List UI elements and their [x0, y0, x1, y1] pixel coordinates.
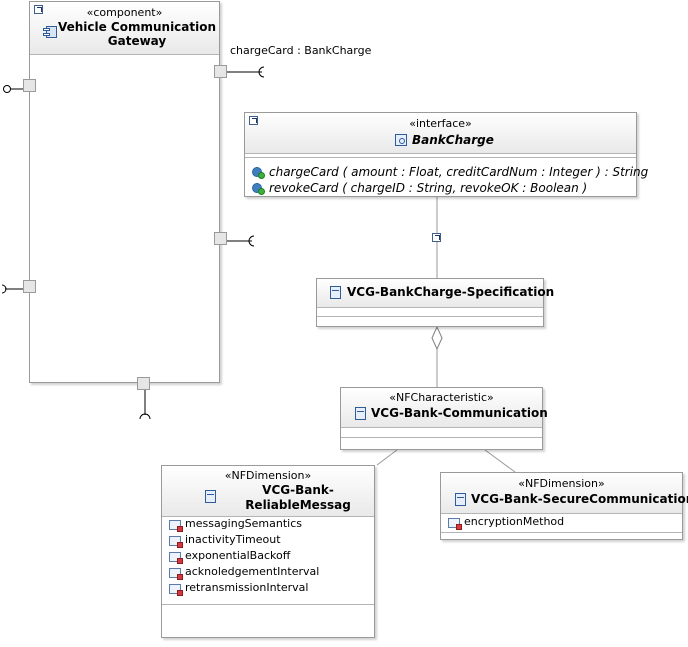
operation-revokecard[interactable]: revokeCard ( chargeID : String, revokeOK…	[269, 181, 588, 195]
attribute-encryption-method[interactable]: encryptionMethod	[464, 515, 565, 528]
attribute-icon	[169, 520, 183, 532]
nf-reliable-divider-2	[162, 604, 374, 605]
spec-class-divider-1	[317, 307, 543, 308]
attribute-retransmission-interval[interactable]: retransmissionInterval	[185, 581, 309, 594]
spec-class-box[interactable]: VCG-BankCharge-Specification	[316, 278, 554, 327]
shortcut-icon	[34, 5, 43, 14]
aggregation-diamond	[431, 325, 443, 351]
interface-icon	[395, 134, 407, 146]
class-icon	[455, 493, 466, 506]
interface-divider-mid	[245, 157, 636, 158]
attribute-exponential-backoff[interactable]: exponentialBackoff	[185, 549, 291, 562]
attribute-icon	[169, 584, 183, 596]
interface-divider-top	[245, 153, 636, 154]
class-icon	[330, 286, 341, 299]
attribute-acknoledgement-interval[interactable]: acknoledgementInterval	[185, 565, 320, 578]
component-name-line1: Vehicle Communication	[57, 20, 217, 34]
operation-chargecard[interactable]: chargeCard ( amount : Float, creditCardN…	[269, 165, 649, 179]
nf-secure-header	[441, 473, 682, 513]
attribute-inactivity-timeout[interactable]: inactivityTimeout	[185, 533, 281, 546]
nf-secure-name: VCG-Bank-SecureCommunication	[471, 492, 688, 506]
attribute-icon	[448, 518, 462, 530]
nf-secure-divider-2	[441, 532, 682, 533]
spec-class-header	[317, 279, 543, 307]
component-name-line2: Gateway	[107, 34, 167, 48]
chargecard-port-socket	[258, 66, 265, 78]
attribute-icon	[169, 568, 183, 580]
interface-name: BankCharge	[412, 133, 494, 147]
component-stereotype: «component»	[86, 6, 163, 19]
spec-class-name: VCG-BankCharge-Specification	[347, 285, 555, 299]
characteristic-reliable-link	[376, 449, 398, 466]
right-port-socket	[248, 235, 255, 247]
operation-icon	[252, 183, 265, 195]
attribute-icon	[169, 536, 183, 548]
nf-reliable-header	[162, 466, 374, 516]
class-icon	[355, 407, 366, 420]
interface-header	[245, 113, 636, 153]
nf-secure-stereotype: «NFDimension»	[518, 477, 605, 490]
port-left-top[interactable]	[23, 79, 36, 92]
port-left-bottom[interactable]	[23, 280, 36, 293]
port-chargecard[interactable]	[214, 65, 227, 78]
nf-reliable-stereotype: «NFDimension»	[224, 469, 312, 482]
attribute-messaging-semantics[interactable]: messagingSemantics	[185, 517, 303, 530]
component-divider	[30, 54, 219, 55]
component-box[interactable]: «component» Vehicle Communication Gatewa…	[29, 1, 220, 383]
attribute-icon	[169, 552, 183, 564]
nf-reliable-box[interactable]: «NFDimension» VCG-Bank- ReliableMessag m…	[161, 465, 375, 638]
nf-characteristic-stereotype: «NFCharacteristic»	[389, 391, 494, 404]
interface-box[interactable]: «interface» BankCharge chargeCard ( amou…	[244, 112, 648, 197]
provided-interface-ball	[3, 85, 11, 93]
nf-characteristic-divider-2	[341, 437, 542, 438]
interface-stereotype: «interface»	[409, 117, 472, 130]
nf-secure-box[interactable]: «NFDimension» VCG-Bank-SecureCommunicati…	[440, 472, 688, 540]
nf-reliable-name-line2: ReliableMessag	[245, 498, 351, 512]
spec-class-divider-2	[317, 316, 543, 317]
port-label: chargeCard : BankCharge	[230, 44, 372, 57]
operation-icon	[252, 167, 265, 179]
bottom-port-socket	[139, 413, 151, 420]
component-header	[30, 2, 219, 54]
component-icon	[43, 26, 57, 38]
nf-characteristic-name: VCG-Bank-Communication	[371, 406, 548, 420]
nf-characteristic-header	[341, 388, 542, 427]
link-shortcut-icon	[432, 233, 441, 242]
port-bottom[interactable]	[137, 377, 150, 390]
port-right-middle[interactable]	[214, 232, 227, 245]
shortcut-icon	[249, 116, 258, 125]
characteristic-secure-link	[484, 449, 516, 473]
nf-characteristic-box[interactable]: «NFCharacteristic» VCG-Bank-Communicatio…	[340, 387, 548, 450]
class-icon	[205, 490, 216, 503]
nf-reliable-name-line1: VCG-Bank-	[262, 483, 334, 497]
nf-characteristic-divider-1	[341, 427, 542, 428]
nf-secure-divider-1	[441, 513, 682, 514]
nf-reliable-divider-1	[162, 516, 374, 517]
required-interface-socket	[1, 284, 7, 294]
